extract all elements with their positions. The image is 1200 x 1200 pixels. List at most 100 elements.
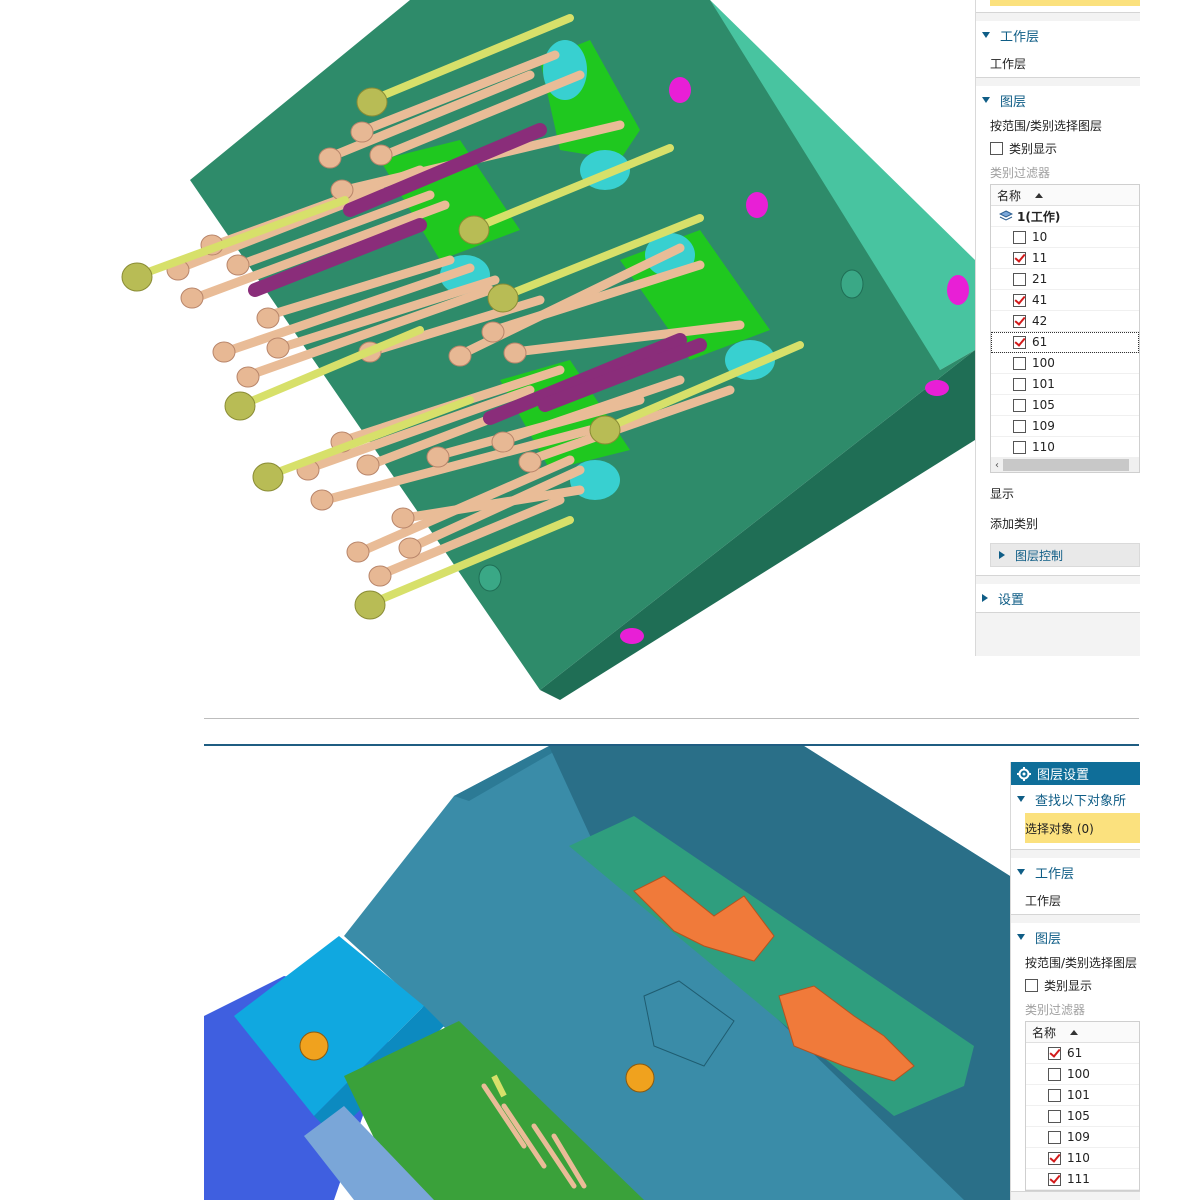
hole — [478, 564, 502, 592]
layer-item[interactable]: 105 — [1026, 1106, 1139, 1127]
chevron-down-icon — [1017, 796, 1025, 802]
layer-control-subsection[interactable]: 图层控制 — [990, 543, 1140, 567]
select-by-text: 按范围/类别选择图层 — [1025, 955, 1138, 970]
layer-checkbox[interactable] — [1048, 1046, 1061, 1060]
pin-heads — [166, 121, 542, 587]
select-by-label: 按范围/类别选择图层 — [1011, 951, 1140, 973]
layer-item[interactable]: 110 — [991, 437, 1139, 458]
work-layer-label: 工作层 — [990, 56, 1027, 71]
layer-checkbox[interactable] — [1013, 335, 1026, 349]
layer-checkbox[interactable] — [1013, 314, 1026, 328]
category-filter-text: 类别过滤器 — [990, 165, 1051, 180]
layer-checkbox[interactable] — [1048, 1130, 1061, 1144]
return-pins — [136, 14, 804, 607]
bottom-3d-viewport[interactable] — [204, 746, 1010, 1200]
horizontal-scrollbar[interactable]: ‹ — [991, 458, 1139, 472]
layer-item[interactable]: 11 — [991, 248, 1139, 269]
layer-item-label: 100 — [1032, 356, 1055, 370]
sort-ascending-icon — [1035, 192, 1044, 198]
layer-settings-panel-bottom: 图层设置 查找以下对象所 选择对象 (0) 工作层 工作层 图层 按范围/类别选… — [1010, 762, 1140, 1200]
sort-ascending-icon — [1070, 1029, 1079, 1035]
checkbox[interactable] — [990, 141, 1003, 155]
layer-item[interactable]: 21 — [991, 269, 1139, 290]
layer-checkbox[interactable] — [1048, 1088, 1061, 1102]
top-3d-viewport[interactable] — [0, 0, 975, 700]
layer-item[interactable]: 105 — [991, 395, 1139, 416]
layer-item[interactable]: 10 — [991, 227, 1139, 248]
hole — [947, 275, 969, 305]
work-layer-field[interactable]: 工作层 — [976, 49, 1140, 77]
layer-item-label: 109 — [1032, 419, 1055, 433]
layer-checkbox[interactable] — [1013, 230, 1026, 244]
bracket — [643, 980, 735, 1067]
column-header-name[interactable]: 名称 — [991, 185, 1139, 206]
core-inserts — [633, 875, 915, 1082]
section-title: 工作层 — [1035, 866, 1075, 882]
layer-checkbox[interactable] — [1048, 1067, 1061, 1081]
work-layer-field[interactable]: 工作层 — [1011, 886, 1140, 914]
layer-item[interactable]: 101 — [1026, 1085, 1139, 1106]
layer-checkbox[interactable] — [1013, 440, 1026, 454]
layer-item[interactable]: 109 — [1026, 1127, 1139, 1148]
layer-item[interactable]: 61 — [991, 332, 1139, 353]
hole — [925, 380, 949, 396]
plate-edge — [454, 746, 564, 801]
add-category-button[interactable]: 添加类别 — [976, 509, 1140, 537]
layer-item[interactable]: 111 — [1026, 1169, 1139, 1190]
layer-checkbox[interactable] — [1013, 272, 1026, 286]
section-title: 图层 — [1000, 94, 1027, 110]
layer-stack-icon — [999, 210, 1013, 221]
checkbox[interactable] — [1025, 978, 1038, 992]
layer-item[interactable]: 42 — [991, 311, 1139, 332]
layer-section-header[interactable]: 图层 — [1011, 923, 1140, 951]
layer-item[interactable]: 61 — [1026, 1043, 1139, 1064]
layer-item[interactable]: 100 — [1026, 1064, 1139, 1085]
category-filter-label: 类别过滤器 — [976, 160, 1140, 184]
layer-root-item[interactable]: 1(工作) — [991, 206, 1139, 227]
layer-item-label: 105 — [1032, 398, 1055, 412]
layer-item[interactable]: 100 — [991, 353, 1139, 374]
scroll-left-icon[interactable]: ‹ — [995, 459, 999, 471]
return-pin-heads — [121, 87, 621, 620]
section-title: 工作层 — [1000, 29, 1040, 45]
layer-checkbox[interactable] — [1048, 1109, 1061, 1123]
checkbox-label: 类别显示 — [1009, 141, 1058, 156]
layer-checkbox[interactable] — [1013, 398, 1026, 412]
layer-item-label: 110 — [1067, 1151, 1090, 1165]
work-layer-section-header[interactable]: 工作层 — [976, 21, 1140, 49]
find-objects-section-header[interactable]: 查找以下对象所 — [1011, 785, 1140, 813]
layer-checkbox[interactable] — [1013, 419, 1026, 433]
category-display-checkbox[interactable]: 类别显示 — [976, 136, 1140, 160]
layer-item[interactable]: 101 — [991, 374, 1139, 395]
scrollbar-thumb[interactable] — [1003, 459, 1129, 471]
panel-title: 图层设置 — [1037, 768, 1090, 783]
layer-checkbox[interactable] — [1013, 377, 1026, 391]
layer-checkbox[interactable] — [1048, 1172, 1061, 1186]
column-header-name[interactable]: 名称 — [1026, 1022, 1139, 1043]
settings-section: 设置 — [976, 584, 1140, 613]
layer-checkbox[interactable] — [1013, 293, 1026, 307]
layer-item[interactable]: 41 — [991, 290, 1139, 311]
section-title: 设置 — [998, 592, 1025, 608]
layer-item-label: 111 — [1067, 1172, 1090, 1186]
select-objects-field[interactable]: 选择对象 (0) — [1025, 813, 1140, 843]
layer-section-header[interactable]: 图层 — [976, 86, 1140, 114]
display-button[interactable]: 显示 — [976, 479, 1140, 507]
layer-item-label: 41 — [1032, 293, 1048, 307]
select-objects-label: 选择对象 (0) — [1025, 821, 1094, 836]
work-layer-section-header[interactable]: 工作层 — [1011, 858, 1140, 886]
layer-root-label: 1(工作) — [1017, 209, 1061, 224]
layer-checkbox[interactable] — [1048, 1151, 1061, 1165]
layer-checkbox[interactable] — [1013, 356, 1026, 370]
layer-checkbox[interactable] — [1013, 251, 1026, 265]
layer-settings-panel-top: 工作层 工作层 图层 按范围/类别选择图层 类别显示 类别过滤器 名称 1 — [975, 0, 1140, 656]
settings-section-header[interactable]: 设置 — [976, 584, 1140, 612]
category-display-checkbox[interactable]: 类别显示 — [1011, 973, 1140, 997]
layer-item[interactable]: 109 — [991, 416, 1139, 437]
select-objects-highlight[interactable] — [990, 0, 1140, 6]
layer-item[interactable]: 110 — [1026, 1148, 1139, 1169]
